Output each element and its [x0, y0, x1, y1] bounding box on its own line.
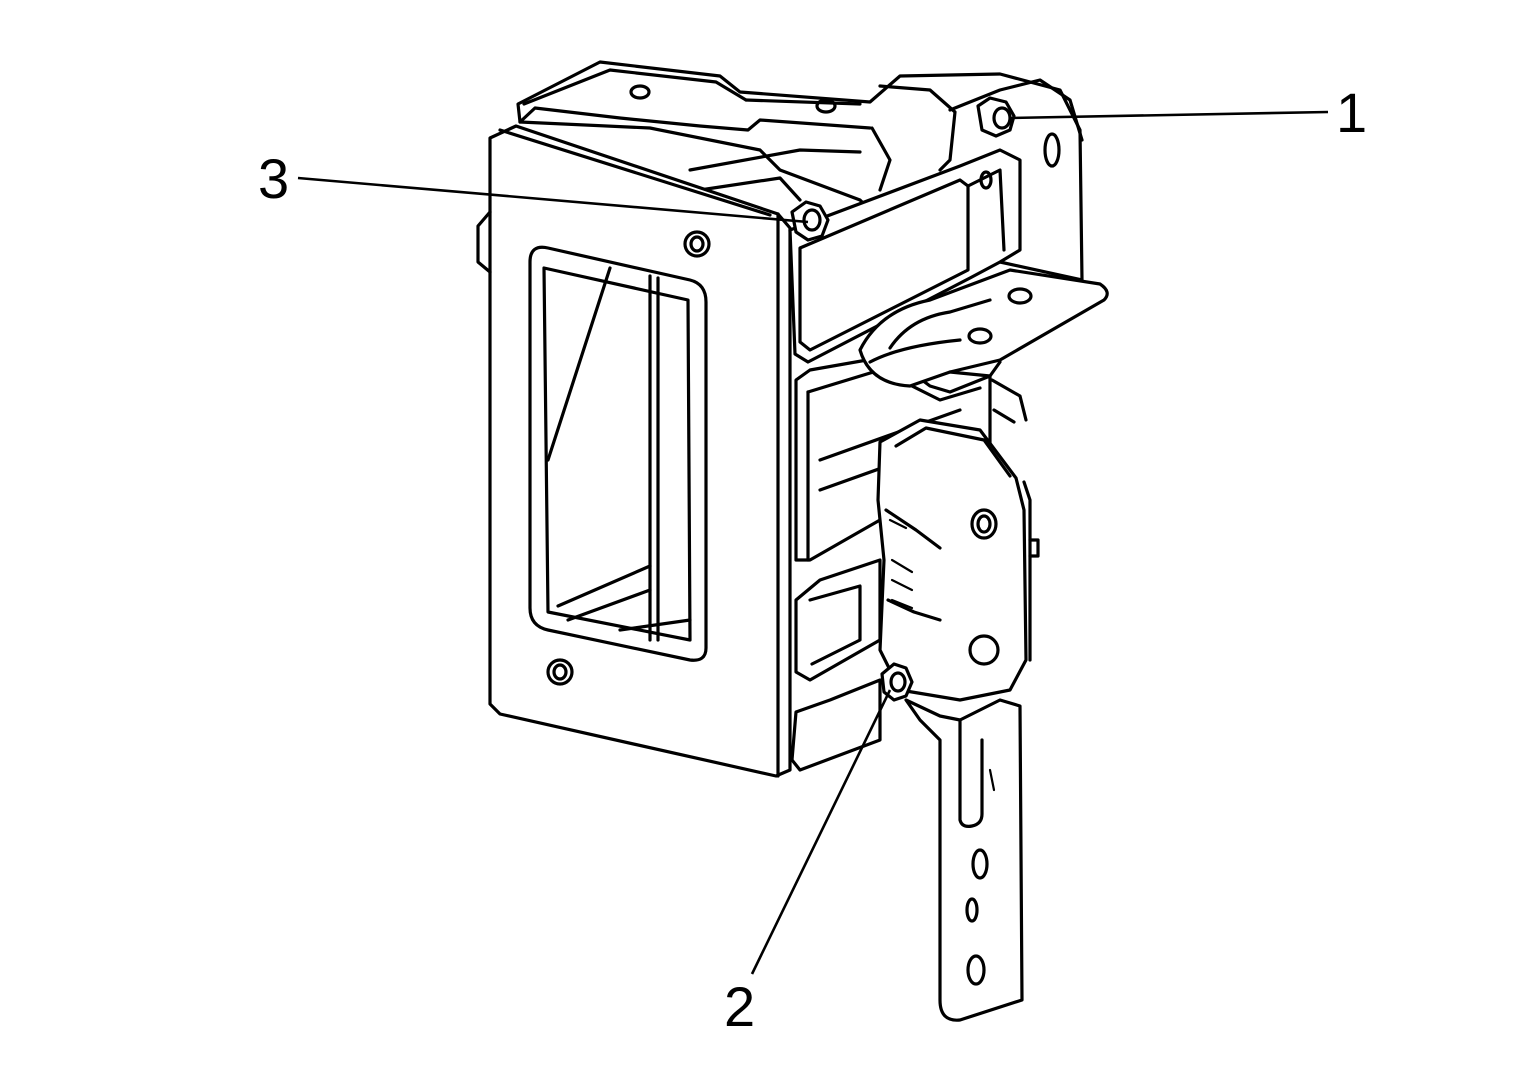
shelf-plate	[858, 268, 1109, 388]
callout-2-label: 2	[724, 975, 755, 1038]
main-frame	[476, 124, 792, 778]
nut-3	[790, 200, 830, 242]
vertical-strap	[904, 698, 1024, 1022]
callout-1-leader	[1009, 110, 1329, 120]
callout-3-leader	[297, 176, 809, 224]
callout-3-label: 3	[258, 147, 289, 210]
nut-1	[976, 96, 1016, 138]
callout-2-leader	[750, 689, 892, 975]
callout-1-label: 1	[1336, 81, 1367, 144]
lower-bracket	[876, 378, 1040, 702]
